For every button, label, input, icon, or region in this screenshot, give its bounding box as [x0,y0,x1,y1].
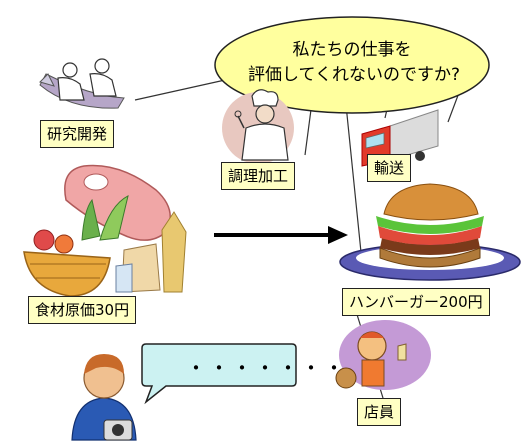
speech-bubble-line-2: 評価してくれないのですか? [248,65,461,85]
speech-bubble-line-1: 私たちの仕事を [292,40,412,60]
label-staff: 店員 [357,398,402,426]
speech-bubble-text: 私たちの仕事を 評価してくれないのですか? [248,38,461,88]
hamburger-icon [339,183,521,281]
speech-bubble [214,16,490,114]
line-research [134,79,226,101]
customer-speech-bubble [141,343,297,405]
chef-icon [222,89,294,164]
staff-icon [335,320,431,390]
customer-speech-text: ・・・・・・・ [186,356,347,380]
arrow-right-icon [214,226,348,244]
label-cooking: 調理加工 [221,162,296,190]
label-research: 研究開発 [40,120,115,148]
researchers-icon [39,58,125,109]
label-hamburger: ハンバーガー200円 [342,288,490,316]
line-hamburger [344,94,363,263]
label-transport: 輸送 [367,154,412,182]
meat-and-vegetables-icon [23,164,187,297]
label-ingredients: 食材原価30円 [28,296,137,324]
customer-with-camera-icon [71,354,137,441]
